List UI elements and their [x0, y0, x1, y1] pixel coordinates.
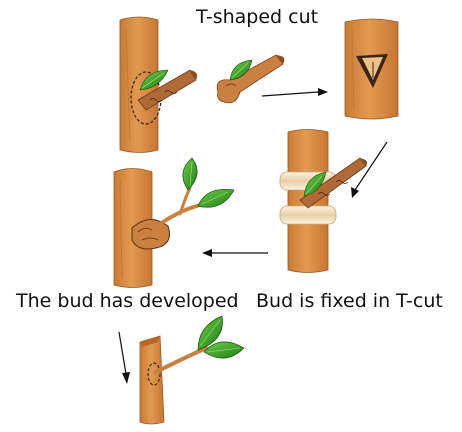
stem-with-t-cut — [345, 19, 398, 119]
stem-with-bud-shield — [120, 17, 197, 153]
arrow-icon — [202, 249, 268, 257]
caption-bud-fixed: Bud is fixed in T-cut — [256, 292, 443, 311]
leaf-icon — [198, 189, 234, 207]
caption-t-shaped-cut: T-shaped cut — [196, 8, 318, 27]
cut-back-stem-new-shoot — [140, 316, 244, 424]
arrow-icon — [262, 88, 328, 96]
arrow-icon — [119, 332, 130, 384]
bud-fixed-with-wrap — [280, 130, 367, 273]
developed-bud-stem — [114, 158, 234, 288]
caption-bud-developed: The bud has developed — [16, 292, 239, 311]
